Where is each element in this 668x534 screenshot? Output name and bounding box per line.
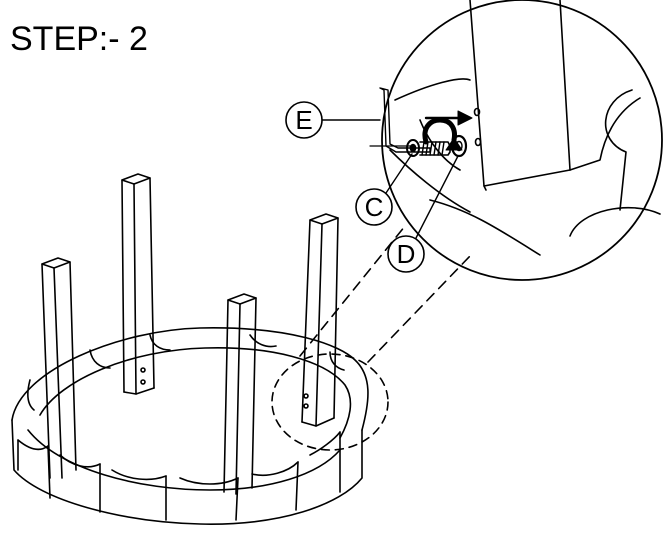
allen-key [379,87,431,153]
zoom-detail [369,0,663,281]
callout-e: E [285,101,381,139]
callout-d-label: D [397,239,416,269]
callout-c: C [355,153,413,226]
callout-d-leader [415,155,459,239]
zoom-rim-inner [389,149,471,213]
zoom-leg-front [469,0,571,187]
zoom-rim-right-edge [569,97,641,171]
ring-outer-top [11,327,369,431]
zoom-rim-lower [429,199,541,256]
leg-right [301,213,339,427]
zoom-rim-upper [394,78,471,101]
zoom-circle [381,0,663,281]
callout-e-label: E [295,105,312,135]
zoom-leg-edge [483,185,487,191]
zoom-scallop-right [604,89,633,211]
callout-d-circle [387,235,425,273]
leg-left [41,257,77,479]
zoom-hole-lower [474,137,482,147]
step-title: STEP:- 2 [10,20,148,58]
insertion-arrow-head [457,110,473,126]
rotation-arrow-head [445,137,463,151]
zoom-leg-side [559,0,571,171]
zoom-leader-2 [367,255,471,363]
callout-c-leader [385,153,413,194]
rotation-arrow [422,117,457,145]
zoom-leader-1 [299,225,406,357]
callout-c-circle [355,188,393,226]
callout-c-label: C [365,192,384,222]
callout-d: D [387,155,459,273]
ring-outer-bottom [11,419,363,525]
leg-front [223,293,257,495]
leg-back [121,173,155,395]
zoom-scallop-right-lower [569,206,661,237]
stool-frame [11,173,369,525]
rim-scallops [17,334,345,521]
detail-highlight-ellipse [271,353,389,451]
zoom-hole-upper [473,107,481,117]
zoom-rim-curve [419,119,461,171]
